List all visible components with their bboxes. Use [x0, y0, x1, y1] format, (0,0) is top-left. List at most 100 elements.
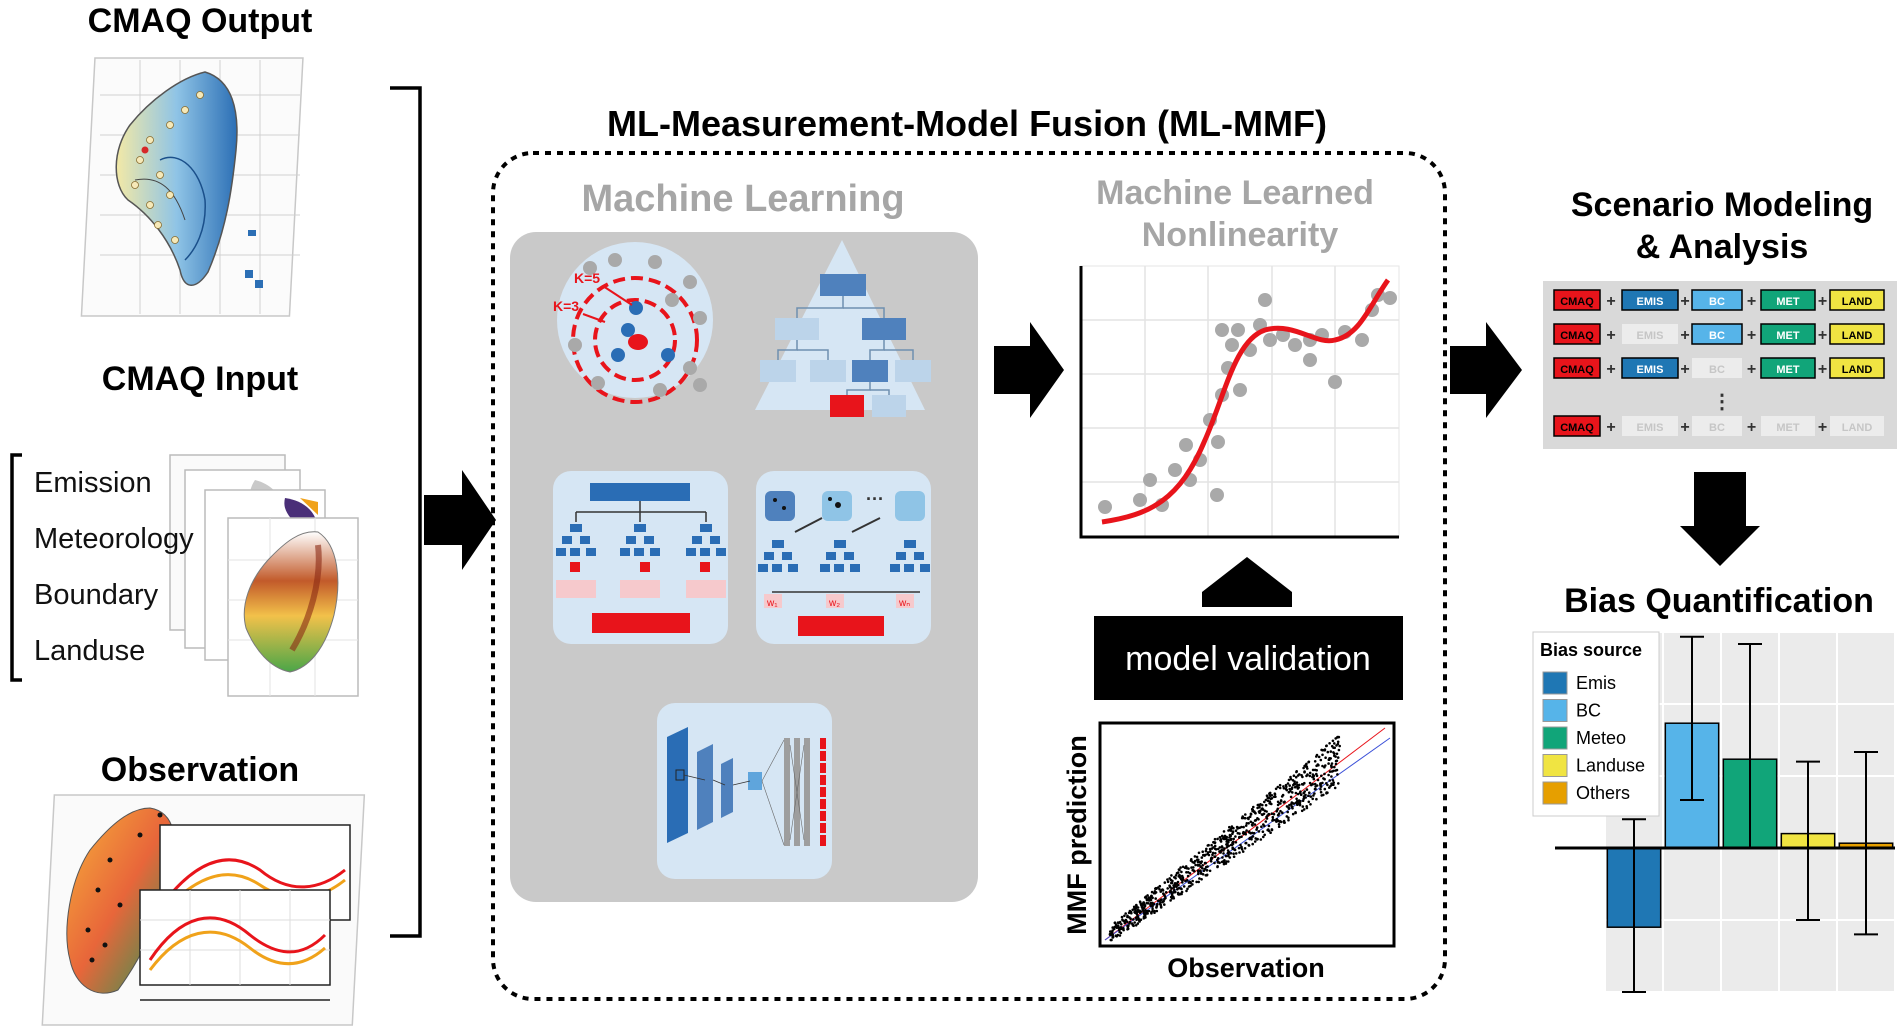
scatter-point: [1321, 753, 1324, 757]
scatter-point: [1173, 882, 1177, 885]
scatter-point: [1332, 781, 1335, 784]
validation-label-box: [1094, 616, 1403, 700]
scatter-point: [1307, 800, 1311, 804]
scatter-point: [1223, 861, 1226, 864]
scatter-point: [1193, 855, 1197, 858]
scatter-point: [1170, 874, 1173, 877]
scatter-point: [1294, 775, 1298, 779]
scatter-point: [1319, 790, 1323, 794]
scenario-plus: +: [1818, 327, 1827, 344]
scatter-point: [1213, 855, 1216, 858]
scatter-point: [1323, 748, 1327, 751]
scatter-point: [1332, 769, 1335, 773]
scatter-point: [1244, 824, 1248, 827]
scatter-point: [1261, 830, 1265, 833]
knn-label-k3: K=3: [553, 298, 579, 314]
scenario-plus: +: [1747, 327, 1756, 344]
scatter-point: [1194, 863, 1197, 867]
scatter-point: [1265, 815, 1268, 819]
scatter-point: [1201, 864, 1204, 867]
scatter-point: [1178, 874, 1181, 877]
scatter-point: [1251, 842, 1254, 846]
scatter-point: [1134, 916, 1138, 919]
scatter-point: [1199, 865, 1202, 868]
scatter-point: [1229, 837, 1233, 841]
scenario-cell-emis: [1621, 289, 1679, 311]
scatter-point: [1156, 902, 1159, 906]
scatter-point: [1232, 826, 1235, 830]
scatter-point: [1324, 756, 1327, 759]
scatter-point: [1300, 782, 1304, 786]
scatter-point: [1216, 847, 1220, 851]
scatter-point: [1216, 865, 1219, 869]
scatter-point: [1154, 897, 1157, 900]
scatter-point: [1220, 845, 1224, 848]
observation-title: Observation: [101, 751, 299, 789]
scatter-point: [1164, 896, 1167, 900]
scatter-point: [1242, 830, 1245, 834]
scatter-point: [1285, 815, 1289, 818]
scatter-point: [1321, 781, 1324, 785]
scenario-cell-cmaq: [1553, 289, 1601, 311]
scatter-point: [1312, 777, 1316, 781]
scatter-point: [1177, 883, 1180, 887]
scatter-point: [1294, 791, 1298, 795]
arrow-to-scenario: [1450, 322, 1522, 418]
scatter-point: [1216, 860, 1220, 864]
scatter-point: [1333, 754, 1336, 758]
scatter-point: [1147, 909, 1151, 913]
scatter-point: [1312, 794, 1315, 797]
scatter-point: [1150, 890, 1154, 894]
scatter-point: [1267, 824, 1271, 828]
scatter-point: [1126, 925, 1130, 929]
scatter-point: [1227, 844, 1230, 848]
scatter-point: [1330, 775, 1333, 778]
scatter-point: [1274, 787, 1278, 791]
scatter-point: [1271, 819, 1274, 822]
scatter-point: [1290, 802, 1293, 806]
scatter-point: [1133, 921, 1136, 924]
scatter-point: [1196, 860, 1200, 864]
scatter-point: [1156, 899, 1160, 903]
scatter-point: [1255, 828, 1258, 831]
random-forest-icon: [553, 471, 728, 644]
scatter-point: [1198, 877, 1201, 880]
scatter-point: [1291, 812, 1295, 816]
scatter-point: [1126, 928, 1129, 931]
scatter-point: [1336, 773, 1339, 776]
scatter-point: [1252, 805, 1255, 809]
scenario-cell-cmaq: [1553, 323, 1601, 345]
scatter-point: [1187, 881, 1191, 884]
scatter-point: [1256, 803, 1260, 807]
scatter-point: [1150, 904, 1154, 907]
scatter-point: [1249, 820, 1253, 824]
scatter-point: [1270, 828, 1274, 832]
scatter-point: [1183, 866, 1187, 870]
scatter-point: [1117, 926, 1121, 930]
scatter-point: [1174, 874, 1178, 877]
scatter-point: [1302, 795, 1306, 798]
scatter-point: [1189, 884, 1192, 888]
scatter-point: [1231, 832, 1234, 836]
scatter-point: [1333, 742, 1336, 745]
scatter-point: [1198, 869, 1202, 872]
scatter-point: [1319, 785, 1323, 788]
scenario-plus: +: [1747, 361, 1756, 378]
scatter-point: [1187, 867, 1190, 870]
scenario-cell-emis: [1621, 357, 1679, 379]
scatter-point: [1126, 914, 1129, 918]
scenario-cell-cmaq: [1553, 357, 1601, 379]
scatter-point: [1163, 881, 1167, 884]
scatter-point: [1193, 861, 1196, 865]
scatter-point: [1233, 848, 1236, 851]
bias-legend-swatch-landuse: [1542, 754, 1568, 777]
scatter-point: [1181, 876, 1185, 879]
scatter-point: [1300, 774, 1303, 777]
scatter-point: [1200, 860, 1203, 863]
scatter-point: [1330, 765, 1333, 769]
scatter-point: [1323, 772, 1326, 776]
scatter-point: [1200, 856, 1204, 859]
scatter-point: [1166, 880, 1170, 883]
scatter-point: [1158, 884, 1162, 888]
scatter-point: [1138, 911, 1142, 914]
